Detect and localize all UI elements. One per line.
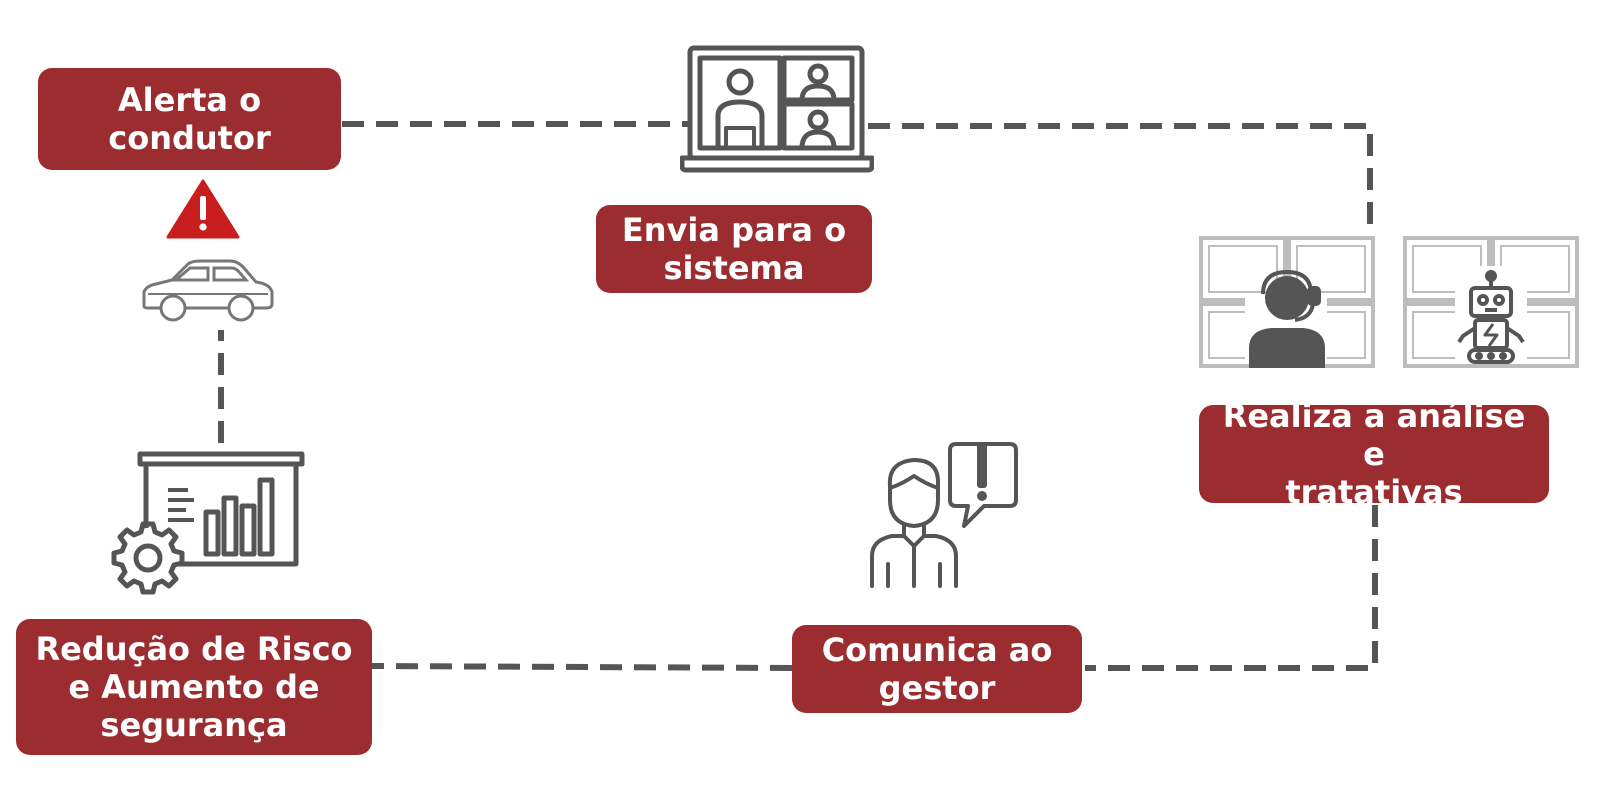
operator-headset-icon <box>1199 236 1375 368</box>
warning-triangle-icon <box>166 179 240 239</box>
step-communicate-label: Comunica ao gestor <box>821 631 1053 707</box>
presentation-chart-gear-icon <box>111 451 305 595</box>
step-reduction-box: Redução de Risco e Aumento de segurança <box>16 619 372 755</box>
step-analysis-label: Realiza a análise e tratativas <box>1222 397 1526 511</box>
connector-analysis-to-communicate <box>1085 505 1378 671</box>
video-conference-laptop-icon <box>680 45 874 173</box>
car-icon <box>142 259 274 322</box>
manager-notification-icon <box>870 442 1018 588</box>
connector-communicate-to-reduction <box>371 663 793 671</box>
step-analysis-box: Realiza a análise e tratativas <box>1199 397 1549 511</box>
robot-icon <box>1403 236 1579 368</box>
connector-send-to-analysis <box>868 123 1373 235</box>
step-alert-box: Alerta o condutor <box>38 68 341 170</box>
step-send-box: Envia para o sistema <box>596 205 872 293</box>
step-reduction-label: Redução de Risco e Aumento de segurança <box>35 630 353 744</box>
step-alert-label: Alerta o condutor <box>108 81 271 157</box>
step-communicate-box: Comunica ao gestor <box>792 625 1082 713</box>
step-send-label: Envia para o sistema <box>621 211 847 287</box>
